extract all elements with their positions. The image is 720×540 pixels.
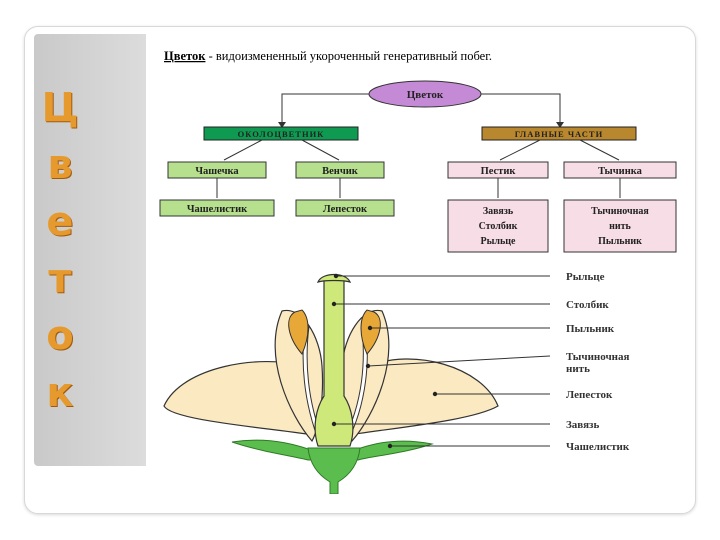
leader-dot bbox=[432, 391, 438, 397]
pistil-label: Пестик bbox=[481, 166, 517, 177]
stamen-label: Тычинка bbox=[598, 166, 643, 177]
sepal-label: Чашелистик bbox=[187, 204, 248, 215]
sepal-node bbox=[159, 199, 275, 217]
pistil bbox=[314, 279, 354, 447]
ovary-label: Завязь bbox=[483, 206, 514, 217]
label-filament-text-line2: нить bbox=[566, 363, 590, 375]
leader-dot bbox=[333, 273, 339, 279]
flower-structure-figure: Цветок - видоизмененный укороченный гене… bbox=[152, 36, 688, 494]
leader-dot bbox=[367, 325, 373, 331]
petal-node bbox=[295, 199, 395, 217]
stigma-label: Рыльце bbox=[480, 236, 516, 247]
anther-right bbox=[360, 309, 381, 355]
anther-left bbox=[288, 309, 309, 355]
main-parts-node bbox=[481, 126, 637, 141]
leader-dot bbox=[331, 421, 337, 427]
side-band bbox=[34, 34, 146, 466]
corolla-label: Венчик bbox=[322, 166, 359, 177]
perianth-label: ОКОЛОЦВЕТНИК bbox=[238, 129, 325, 139]
arrow-head bbox=[278, 122, 286, 128]
anther-label: Пыльник bbox=[598, 236, 642, 247]
petal-label: Лепесток bbox=[323, 204, 368, 215]
sepals bbox=[231, 439, 434, 461]
label-filament: Тычиночная нить bbox=[566, 351, 632, 375]
style-label: Столбик bbox=[479, 221, 518, 232]
leader-dot bbox=[387, 443, 393, 449]
filament-line2-label: нить bbox=[609, 221, 631, 232]
label-style: Столбик bbox=[566, 299, 609, 311]
root-label: Цветок bbox=[407, 89, 444, 101]
perianth-node bbox=[203, 126, 359, 141]
level3-connectors bbox=[216, 178, 621, 198]
flower-illustration bbox=[163, 273, 499, 494]
pistil-parts-node bbox=[447, 199, 549, 253]
label-anther: Пыльник bbox=[566, 323, 615, 335]
side-title: Ц в е т о к bbox=[40, 80, 80, 422]
side-title-letter: т bbox=[48, 256, 72, 302]
level2-connectors bbox=[223, 139, 620, 161]
definition-term: Цветок bbox=[164, 49, 206, 63]
side-title-letter: в bbox=[47, 142, 73, 188]
root-connectors bbox=[281, 93, 561, 124]
receptacle bbox=[307, 447, 361, 494]
side-title-letter: е bbox=[46, 199, 74, 245]
side-title-letter: о bbox=[46, 313, 74, 359]
label-stigma: Рыльце bbox=[566, 271, 605, 283]
label-sepal: Чашелистик bbox=[566, 441, 630, 453]
definition-body: - видоизмененный укороченный генеративны… bbox=[205, 49, 492, 63]
main-parts-label: ГЛАВНЫЕ ЧАСТИ bbox=[515, 129, 603, 139]
stamen-parts-node bbox=[563, 199, 677, 253]
label-ovary: Завязь bbox=[566, 419, 599, 431]
filament-line1-label: Тычиночная bbox=[591, 206, 649, 217]
label-filament-text: Тычиночная bbox=[566, 351, 630, 363]
side-title-letter: к bbox=[46, 370, 74, 416]
leader-dot bbox=[365, 363, 371, 369]
side-title-letter: Ц bbox=[41, 85, 79, 131]
calyx-label: Чашечка bbox=[195, 166, 239, 177]
arrow-head bbox=[556, 122, 564, 128]
leader-dot bbox=[331, 301, 337, 307]
definition-text: Цветок - видоизмененный укороченный гене… bbox=[164, 49, 492, 63]
flower-structure-svg: Цветок - видоизмененный укороченный гене… bbox=[159, 49, 677, 494]
leader-filament bbox=[367, 355, 551, 367]
leader-lines bbox=[331, 273, 551, 449]
label-petal: Лепесток bbox=[566, 389, 613, 401]
